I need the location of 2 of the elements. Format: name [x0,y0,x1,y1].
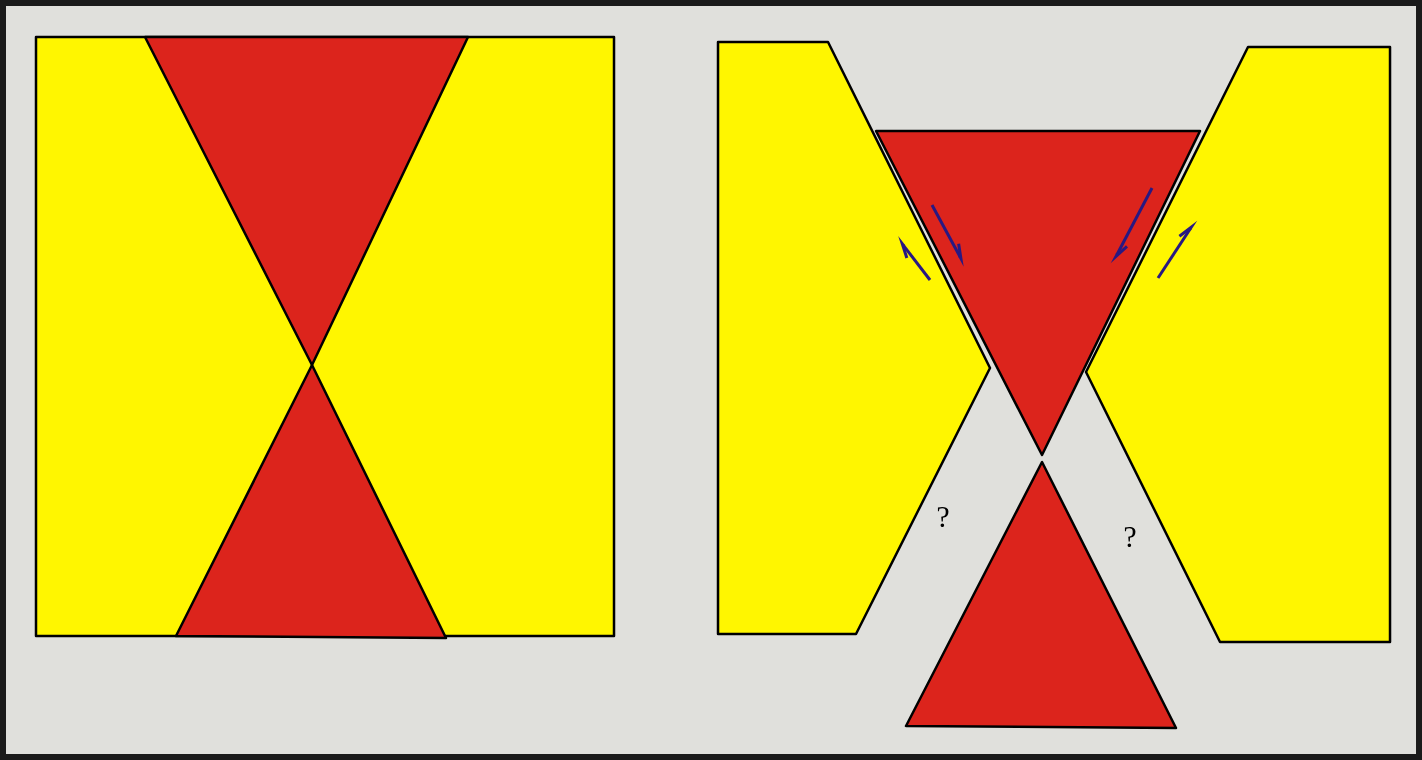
question-mark: ? [1124,526,1136,548]
question-mark: ? [937,506,949,528]
